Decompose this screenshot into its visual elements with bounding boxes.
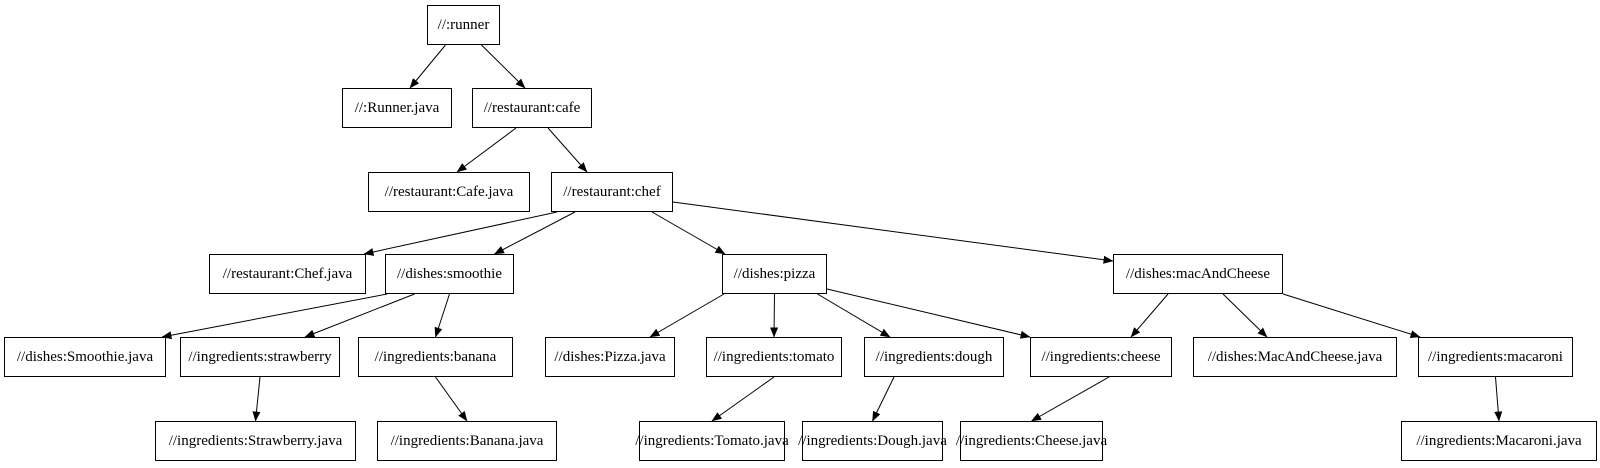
graph-node-label: //ingredients:strawberry (188, 348, 332, 365)
edge-smoothie-banana (434, 293, 450, 338)
edge-pizza-tomato (770, 293, 779, 338)
graph-node-cafe: //restaurant:cafe (472, 88, 592, 128)
graph-node-strawberry_java: //ingredients:Strawberry.java (155, 421, 356, 461)
edge-banana-banana_java (435, 376, 468, 422)
graph-node-label: //ingredients:cheese (1041, 348, 1161, 365)
graph-node-macandcheese_java: //dishes:MacAndCheese.java (1193, 337, 1397, 377)
graph-node-label: //dishes:macAndCheese (1125, 265, 1271, 282)
graph-node-strawberry: //ingredients:strawberry (180, 337, 340, 377)
graph-node-label: //ingredients:banana (374, 348, 497, 365)
graph-node-label: //ingredients:dough (875, 348, 993, 365)
edge-chef-smoothie (494, 211, 576, 255)
graph-node-banana: //ingredients:banana (358, 337, 513, 377)
graph-node-pizza: //dishes:pizza (722, 254, 827, 294)
graph-node-macandcheese: //dishes:macAndCheese (1113, 254, 1283, 294)
graph-node-cheese_java: //ingredients:Cheese.java (956, 421, 1107, 461)
graph-node-label: //dishes:Smoothie.java (16, 348, 154, 365)
graph-node-macaroni_java: //ingredients:Macaroni.java (1401, 421, 1597, 461)
graph-node-label: //restaurant:Cafe.java (384, 183, 514, 200)
graph-node-label: //dishes:smoothie (397, 265, 502, 282)
edge-tomato-tomato_java (711, 376, 775, 422)
edge-smoothie-strawberry (304, 293, 415, 338)
graph-node-label: //ingredients:Cheese.java (955, 432, 1108, 449)
graph-node-tomato: //ingredients:tomato (706, 337, 842, 377)
edge-chef-macandcheese (672, 201, 1114, 264)
graph-node-label: //restaurant:chef (563, 183, 661, 200)
graph-node-label: //ingredients:Banana.java (390, 432, 544, 449)
graph-node-dough: //ingredients:dough (864, 337, 1004, 377)
graph-node-cafe_java: //restaurant:Cafe.java (368, 172, 530, 212)
graph-node-runner_java: //:Runner.java (342, 88, 452, 128)
graph-node-chef: //restaurant:chef (551, 172, 673, 212)
graph-node-chef_java: //restaurant:Chef.java (209, 254, 366, 294)
edge-runner-cafe (481, 44, 526, 89)
graph-node-macaroni: //ingredients:macaroni (1418, 337, 1573, 377)
graph-node-smoothie_java: //dishes:Smoothie.java (4, 337, 166, 377)
edge-cheese-cheese_java (1031, 376, 1110, 422)
graph-node-pizza_java: //dishes:Pizza.java (545, 337, 675, 377)
graph-node-runner: //:runner (427, 5, 500, 45)
edge-macandcheese-macaroni (1282, 293, 1421, 338)
edge-cafe-cafe_java (456, 127, 517, 173)
edge-macandcheese-macandcheese_java (1222, 293, 1268, 338)
edge-pizza-cheese (826, 288, 1031, 339)
edge-smoothie-smoothie_java (161, 293, 388, 340)
edge-macandcheese-cheese (1130, 293, 1169, 338)
edge-macaroni-macaroni_java (1494, 376, 1503, 422)
graph-node-label: //restaurant:Chef.java (222, 265, 353, 282)
graph-node-label: //:Runner.java (354, 99, 440, 116)
graph-node-label: //ingredients:Tomato.java (635, 432, 789, 449)
graph-node-label: //dishes:pizza (733, 265, 816, 282)
graph-node-label: //:runner (437, 16, 490, 33)
graph-node-label: //ingredients:tomato (713, 348, 835, 365)
graph-node-label: //ingredients:Dough.java (798, 432, 947, 449)
edge-pizza-pizza_java (649, 293, 725, 338)
graph-node-label: //ingredients:macaroni (1428, 348, 1563, 365)
graph-node-banana_java: //ingredients:Banana.java (377, 421, 557, 461)
edge-chef-chef_java (363, 211, 558, 256)
edge-dough-dough_java (872, 376, 895, 422)
graph-node-dough_java: //ingredients:Dough.java (798, 421, 947, 461)
graph-node-label: //dishes:Pizza.java (554, 348, 666, 365)
edge-chef-pizza (651, 211, 726, 255)
graph-node-label: //ingredients:Strawberry.java (168, 432, 343, 449)
edge-cafe-chef (547, 127, 588, 173)
graph-node-tomato_java: //ingredients:Tomato.java (635, 421, 789, 461)
edge-strawberry-strawberry_java (252, 376, 261, 422)
graph-node-cheese: //ingredients:cheese (1030, 337, 1172, 377)
graph-node-label: //ingredients:Macaroni.java (1416, 432, 1582, 449)
edge-pizza-dough (817, 293, 891, 338)
graph-node-label: //dishes:MacAndCheese.java (1207, 348, 1383, 365)
edge-runner-runner_java (409, 44, 446, 89)
graph-node-label: //restaurant:cafe (483, 99, 581, 116)
graph-node-smoothie: //dishes:smoothie (385, 254, 514, 294)
